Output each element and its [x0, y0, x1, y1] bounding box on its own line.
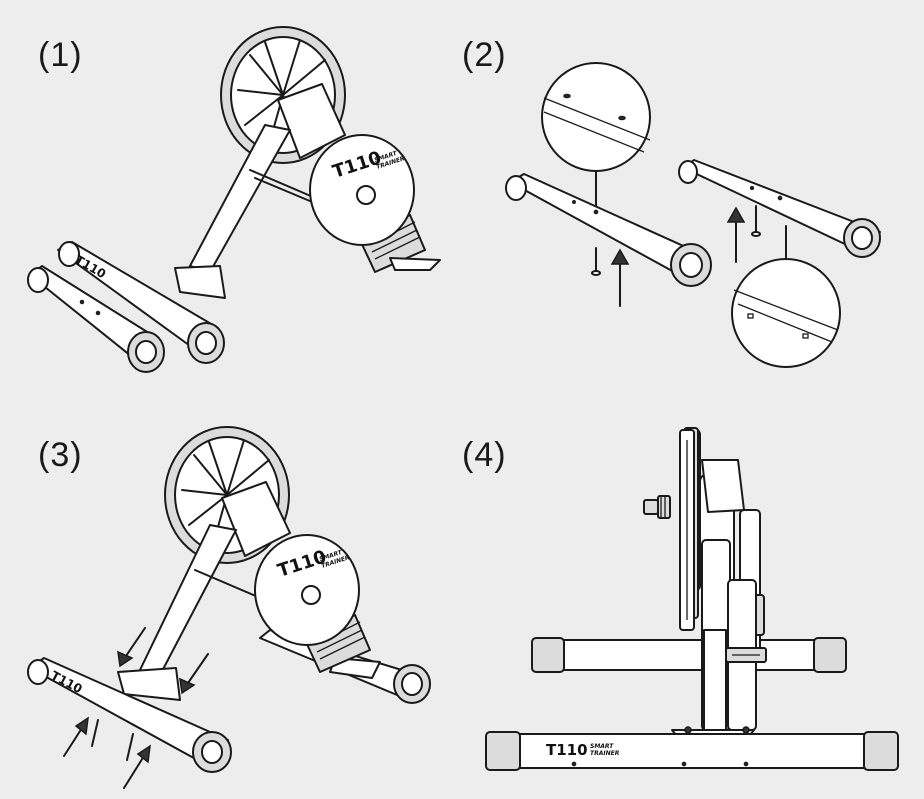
rear-support-tube: [259, 629, 431, 704]
housing-fins: [725, 647, 767, 663]
trainer-arm: [117, 481, 301, 701]
step-1-panel: (1): [0, 0, 462, 400]
support-tube-front: [57, 241, 225, 364]
tube-brand-line2: TRAINER: [590, 750, 620, 757]
arrow-up-right: [123, 744, 151, 789]
bolt-right: [751, 205, 761, 237]
resistance-housing: [309, 134, 441, 273]
arrow-down-right: [179, 653, 209, 695]
front-support-tube: [485, 731, 899, 771]
bolts: [91, 719, 134, 761]
cassette: [643, 495, 671, 519]
step-4-illustration: T110 SMART TRAINER: [485, 427, 899, 771]
detail-magnifier-top: [541, 62, 651, 209]
center-post: [703, 629, 727, 741]
step-1-illustration: T110 SMART TRAINER T110: [27, 26, 441, 373]
step-4-label: (4): [462, 436, 507, 474]
step-2-panel: (2): [462, 0, 924, 400]
step-3-illustration: T110 SMART TRAINER T110: [27, 426, 431, 789]
arrow-down-left: [117, 627, 146, 668]
step-4-panel: (4): [462, 400, 924, 799]
arrow-up-left: [610, 248, 630, 307]
support-tube-left: [505, 173, 712, 287]
resistance-housing: [254, 534, 371, 673]
bolt-left: [591, 247, 601, 276]
step-2-illustration: [505, 62, 881, 368]
step-3-label: (3): [38, 436, 83, 474]
rear-support-tube: [531, 637, 847, 673]
front-support-tube: [27, 657, 232, 773]
detail-magnifier-bottom: [731, 225, 841, 368]
trainer-arm: [174, 83, 361, 299]
tube-brand-model: T110: [546, 741, 588, 759]
arrow-up-right: [726, 206, 746, 263]
step-2-label: (2): [462, 36, 507, 74]
step-1-label: (1): [38, 36, 83, 74]
flywheel-side: [679, 429, 695, 631]
tube-brand-line1: SMART: [590, 743, 614, 750]
support-tube-rear: [27, 265, 165, 373]
support-tube-right: [678, 159, 881, 258]
step-3-panel: (3): [0, 400, 462, 799]
arrow-up-left: [63, 716, 89, 757]
